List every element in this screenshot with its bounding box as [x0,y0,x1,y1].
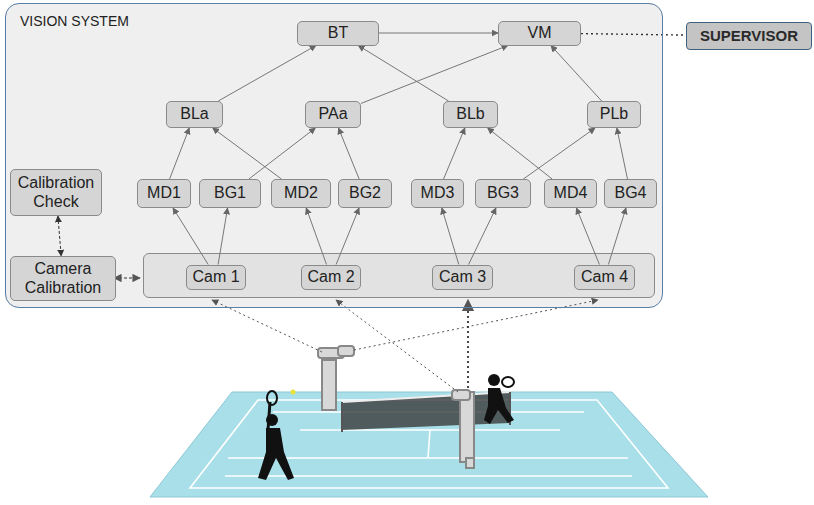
node-label: VM [528,24,552,42]
camera-box: Cam 4 [574,265,635,290]
connector [58,216,61,256]
process-box: BG2 [338,179,392,208]
process-box: VM [498,21,581,46]
node-label: MD4 [554,184,588,202]
node-label: BLa [180,105,208,123]
node-label: BG4 [614,184,646,202]
node-label: Calibration Check [11,174,101,211]
node-label: MD1 [147,184,181,202]
node-label: BG1 [214,184,246,202]
connector [617,128,628,179]
process-box: MD2 [271,179,331,208]
node-label: BT [328,24,348,42]
connector [551,46,602,102]
node-label: MD2 [284,184,318,202]
process-box: Camera Calibration [10,256,116,301]
connector [213,128,282,179]
connector [249,128,315,179]
node-label: BG2 [349,184,381,202]
connector [358,46,448,102]
process-box: BG3 [475,179,531,208]
supervisor-box: SUPERVISOR [686,22,812,50]
connector [444,128,465,179]
process-box: BG4 [604,179,657,208]
process-box: PAa [305,101,361,128]
connector [523,128,595,179]
camera-box: Cam 3 [432,265,493,290]
connector [576,208,599,265]
connector [581,34,686,36]
process-box: PLb [587,101,641,128]
process-box: MD3 [411,179,464,208]
connector [442,208,459,265]
connector [173,208,208,265]
node-label: PAa [318,105,347,123]
process-box: Calibration Check [10,169,102,216]
node-label: BLb [456,105,484,123]
connector [218,46,316,102]
connector [336,208,359,265]
connector [361,46,508,104]
connector [608,208,626,265]
node-label: PLb [600,105,628,123]
process-box: BLb [443,101,498,128]
node-label: Cam 1 [192,268,239,286]
connector [488,128,553,179]
process-box: MD4 [544,179,597,208]
connector [469,208,496,265]
node-label: MD3 [421,184,455,202]
node-label: Cam 2 [307,268,354,286]
process-box: MD1 [137,179,191,208]
connector [218,208,227,265]
node-label: SUPERVISOR [700,27,798,44]
node-label: BG3 [487,184,519,202]
node-label: VISION SYSTEM [20,13,129,29]
node-label: Cam 3 [439,268,486,286]
process-box: BT [297,21,379,46]
process-box: BG1 [199,179,261,208]
connector [379,33,498,34]
connector [306,208,326,265]
system-panel: VISION SYSTEM BT VM BLa PAa BLb PLbCalibration… [5,3,663,308]
connector [338,128,359,179]
node-label: Cam 4 [581,268,628,286]
connector [170,128,190,179]
node-label: Camera Calibration [11,260,115,297]
camera-box: Cam 1 [186,265,246,290]
process-box: BLa [166,101,223,128]
camera-box: Cam 2 [301,265,361,290]
